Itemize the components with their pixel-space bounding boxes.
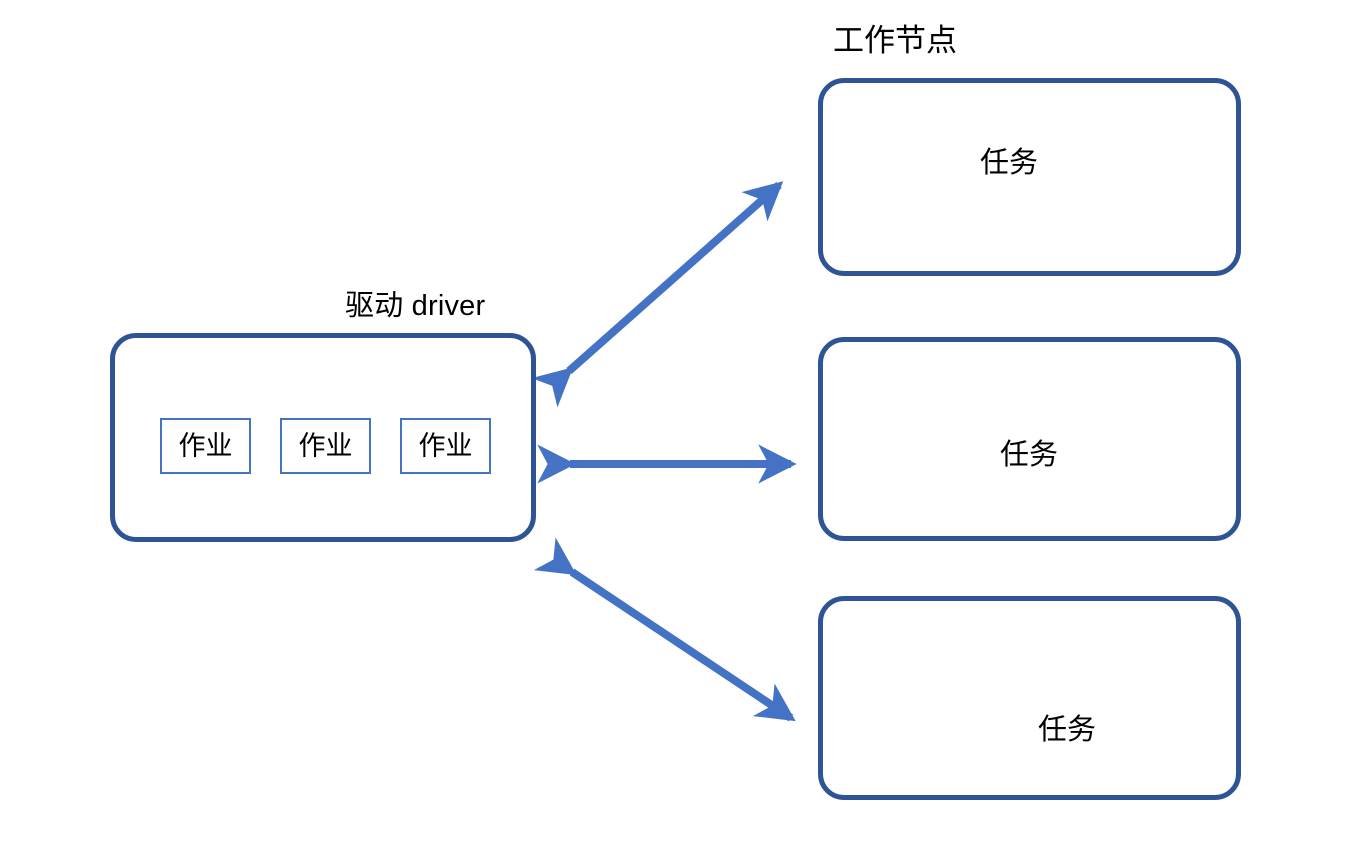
job-box[interactable]: 作业 — [280, 418, 371, 474]
task-box[interactable] — [818, 337, 1241, 541]
task-label: 任务 — [1038, 714, 1097, 746]
task-box[interactable] — [818, 596, 1241, 800]
task-label: 任务 — [980, 147, 1039, 179]
connector-driver-task-1 — [531, 181, 784, 408]
task-box[interactable] — [818, 78, 1241, 276]
worker-nodes-title: 工作节点 — [833, 23, 957, 58]
connector-driver-task-3 — [533, 537, 796, 722]
driver-box[interactable]: 作业 作业 作业 — [110, 333, 536, 542]
job-list: 作业 作业 作业 — [160, 418, 491, 474]
job-box[interactable]: 作业 — [160, 418, 251, 474]
driver-title: 驱动 driver — [345, 290, 486, 322]
job-box[interactable]: 作业 — [400, 418, 491, 474]
task-label: 任务 — [1000, 439, 1059, 471]
